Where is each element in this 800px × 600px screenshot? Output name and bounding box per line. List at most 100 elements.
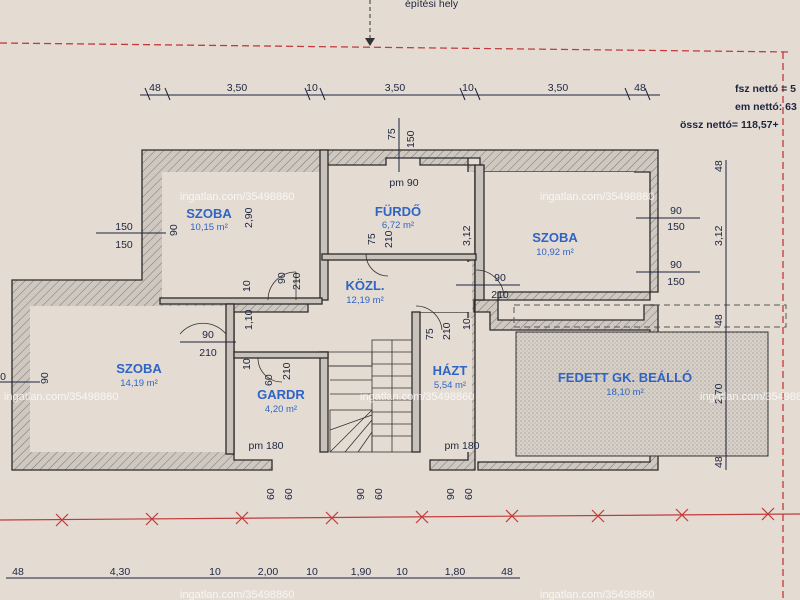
door-furdo-h: 210 xyxy=(383,230,395,248)
bottom-dim-9: 48 xyxy=(501,566,513,578)
bottom-dim-7: 10 xyxy=(396,566,408,578)
watermark-1: ingatlan.com/35498860 xyxy=(180,191,294,203)
room-kozl-name: KÖZL. xyxy=(346,278,385,293)
room-fedett-area: 18,10 m² xyxy=(606,387,644,398)
bottom-dim-8: 1,80 xyxy=(445,566,466,578)
room-szoba-1-area: 10,15 m² xyxy=(190,222,228,233)
inner-dim-290: 2,90 xyxy=(243,207,255,228)
property-line xyxy=(0,507,800,527)
door-hazt-w: 75 xyxy=(424,328,436,340)
bottom-opening-4: 60 xyxy=(373,488,385,500)
window-top-furdo: 75 150 xyxy=(386,118,417,172)
right-dimension-chain: 48 3,12 48 2,70 48 xyxy=(713,160,727,470)
opening-pm180-a: pm 180 xyxy=(248,440,283,452)
top-dim-7: 48 xyxy=(634,82,646,94)
door-hazt-h: 210 xyxy=(441,322,453,340)
summary-fsz: fsz nettó = 5 xyxy=(735,83,796,95)
watermark-3: ingatlan.com/35498860 xyxy=(4,391,118,403)
top-dim-2: 3,50 xyxy=(227,82,248,94)
watermark-7: ingatlan.com/35498860 xyxy=(540,589,654,600)
window-szoba2a-h: 150 xyxy=(667,221,685,233)
inner-dim-312: 3,12 xyxy=(461,225,473,246)
room-szoba-1-name: SZOBA xyxy=(186,206,232,221)
door-furdo: 75 210 xyxy=(366,230,395,248)
top-dimension-chain xyxy=(140,87,660,101)
watermark-4: ingatlan.com/35498860 xyxy=(360,391,474,403)
bottom-dim-3: 10 xyxy=(209,566,221,578)
staircase xyxy=(327,339,413,453)
inner-dim-10-c: 10 xyxy=(461,318,473,330)
door-szoba-3: 90 210 xyxy=(180,329,236,359)
window-szoba2a-w: 90 xyxy=(670,205,682,217)
window-top-h: 150 xyxy=(405,130,417,148)
room-kozl-area: 12,19 m² xyxy=(346,295,384,306)
inner-dim-110: 1,10 xyxy=(243,309,255,330)
top-dim-5: 10 xyxy=(462,82,474,94)
door-gardr-h: 210 xyxy=(281,362,293,380)
window-szoba3-a: 0 xyxy=(0,371,6,383)
door-kozl: 90 210 xyxy=(276,272,303,290)
top-dim-6: 3,50 xyxy=(548,82,569,94)
room-hazt-name: HÁZT xyxy=(433,363,468,378)
room-szoba-3-area: 14,19 m² xyxy=(120,378,158,389)
bottom-dim-4: 2,00 xyxy=(258,566,279,578)
summary-total: össz nettó= 118,57+ xyxy=(680,119,779,131)
right-dim-1: 48 xyxy=(713,160,725,172)
inner-dim-10-b: 10 xyxy=(241,358,253,370)
window-szoba1-h: 150 xyxy=(115,239,133,251)
bottom-opening-labels: 60 60 90 60 90 60 xyxy=(265,488,475,500)
window-szoba-2-b: 90 150 xyxy=(636,259,700,288)
top-dim-1: 48 xyxy=(149,82,161,94)
window-szoba-3: 0 90 xyxy=(0,371,51,384)
window-szoba2b-w: 90 xyxy=(670,259,682,271)
window-top-w: 75 xyxy=(386,128,398,140)
window-szoba1-w: 150 xyxy=(115,221,133,233)
door-kozl-w: 90 xyxy=(276,272,288,284)
door-kozl2-w: 90 xyxy=(494,272,506,284)
window-szoba-2-a: 90 150 xyxy=(636,205,700,233)
door-furdo-w: 75 xyxy=(366,233,378,245)
room-szoba-2-name: SZOBA xyxy=(532,230,578,245)
bottom-dim-2: 4,30 xyxy=(110,566,131,578)
room-furdo-area: 6,72 m² xyxy=(382,220,414,231)
bottom-dim-5: 10 xyxy=(306,566,318,578)
inner-dim-10-a: 10 xyxy=(241,280,253,292)
window-szoba3-b: 90 xyxy=(39,372,51,384)
right-dim-2: 3,12 xyxy=(713,225,725,246)
door-hazt: 75 210 xyxy=(424,322,453,340)
room-szoba-2-area: 10,92 m² xyxy=(536,247,574,258)
bottom-dim-6: 1,90 xyxy=(351,566,372,578)
walls xyxy=(11,149,659,471)
room-fedett-name: FEDETT GK. BEÁLLÓ xyxy=(558,370,692,385)
window-szoba2b-h: 150 xyxy=(667,276,685,288)
room-szoba-3-name: SZOBA xyxy=(116,361,162,376)
door-szoba3-h: 210 xyxy=(199,347,217,359)
site-label: építési hely xyxy=(405,0,459,10)
bottom-opening-2: 60 xyxy=(283,488,295,500)
watermark-6: ingatlan.com/35498860 xyxy=(180,589,294,600)
window-szoba1-pm: 90 xyxy=(168,224,180,236)
door-gardr: 60 210 xyxy=(263,362,293,386)
door-swings xyxy=(179,253,505,383)
bottom-opening-5: 90 xyxy=(445,488,457,500)
top-dim-3: 10 xyxy=(306,82,318,94)
door-kozl-h: 210 xyxy=(291,272,303,290)
room-hazt-area: 5,54 m² xyxy=(434,380,466,391)
room-gardr-area: 4,20 m² xyxy=(265,404,297,415)
area-summary: fsz nettó = 5 em nettó: 63 össz nettó= 1… xyxy=(680,83,797,131)
right-dim-3: 48 xyxy=(713,314,725,326)
door-szoba3-w: 90 xyxy=(202,329,214,341)
top-dim-4: 3,50 xyxy=(385,82,406,94)
door-kozl-2: 90 210 xyxy=(456,272,520,301)
opening-pm90: pm 90 xyxy=(389,177,418,189)
summary-em: em nettó: 63 xyxy=(735,101,797,113)
watermark-2: ingatlan.com/35498860 xyxy=(540,191,654,203)
door-gardr-w: 60 xyxy=(263,374,275,386)
bottom-dim-1: 48 xyxy=(12,566,24,578)
right-dim-5: 48 xyxy=(713,456,725,468)
window-szoba-1: 150 150 90 xyxy=(96,221,180,251)
right-dim-4: 2,70 xyxy=(713,383,725,404)
